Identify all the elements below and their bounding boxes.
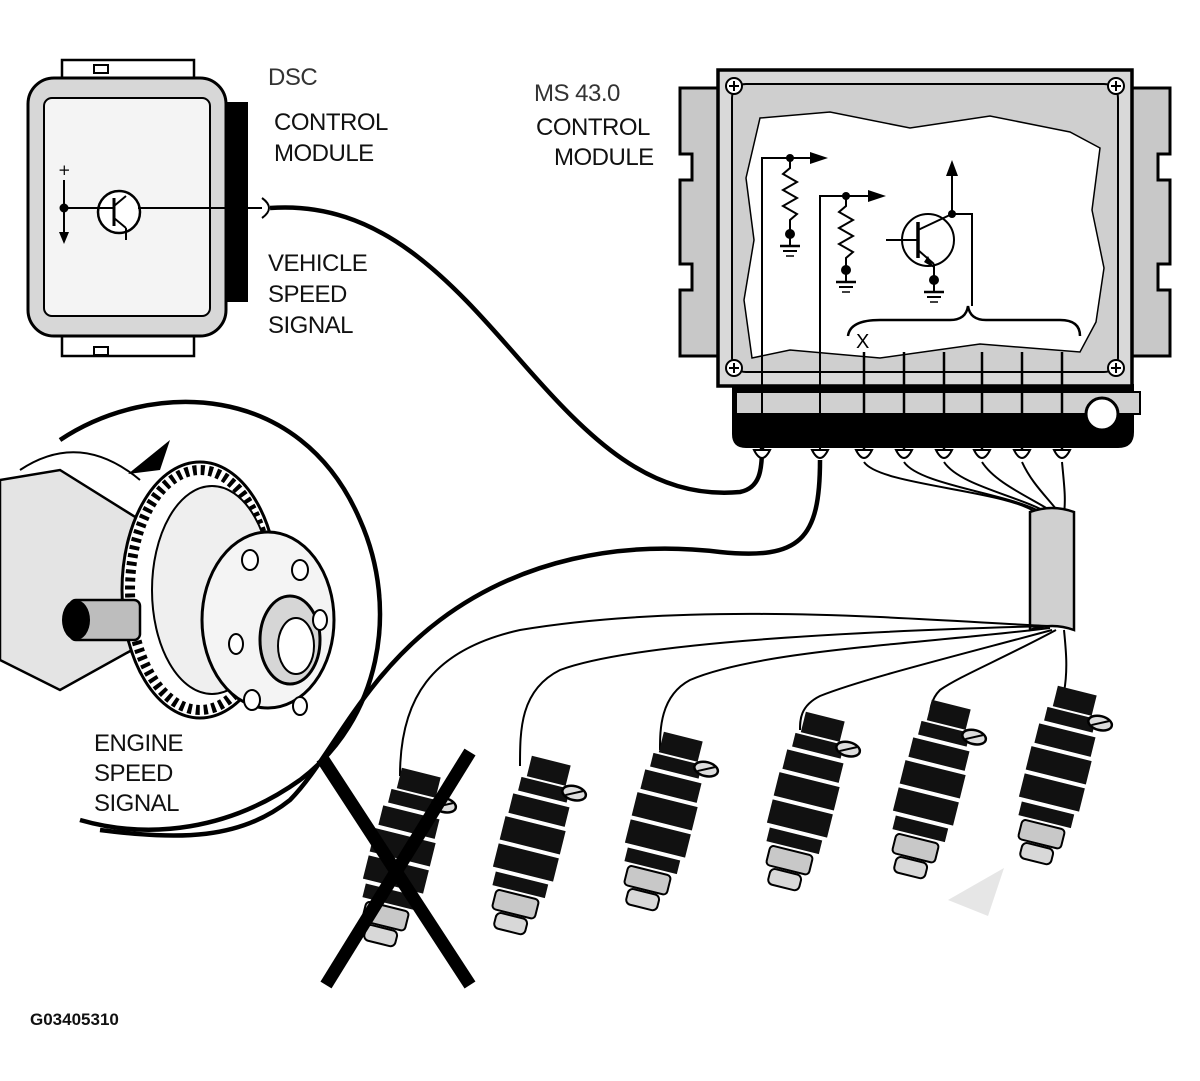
dsc-title: DSC [268,64,318,91]
harness-sleeve [1028,506,1076,632]
dsc-label-line1: CONTROL [274,109,388,136]
ms-label-line1: CONTROL [536,114,650,141]
vehicle-speed-line3: SIGNAL [268,312,354,339]
engine-speed-line1: ENGINE [94,730,184,757]
engine-speed-wire [99,459,823,838]
crankshaft-assembly [0,399,383,832]
engine-speed-line3: SIGNAL [94,790,180,817]
vehicle-speed-line1: VEHICLE [268,250,368,277]
injector-5 [876,695,994,887]
ms-title: MS 43.0 [534,80,620,107]
injector-6 [1002,681,1120,873]
dsc-plus-sign: + [58,161,71,179]
disabled-output-x: X [856,331,869,353]
injector-3 [608,727,726,919]
dsc-label-line2: MODULE [274,140,374,167]
engine-speed-line2: SPEED [94,760,173,787]
ms-label-line2: MODULE [554,144,654,171]
ms-module [678,68,1172,459]
disabled-cross [316,748,476,989]
spray-cone [948,868,1004,916]
figure-code: G03405310 [30,1010,119,1029]
wiring-harness [863,461,1066,515]
injector-2 [476,751,594,943]
dsc-module: + [26,58,270,358]
vehicle-speed-line2: SPEED [268,281,347,308]
vehicle-speed-wire [269,205,765,495]
injector-4 [750,707,868,899]
